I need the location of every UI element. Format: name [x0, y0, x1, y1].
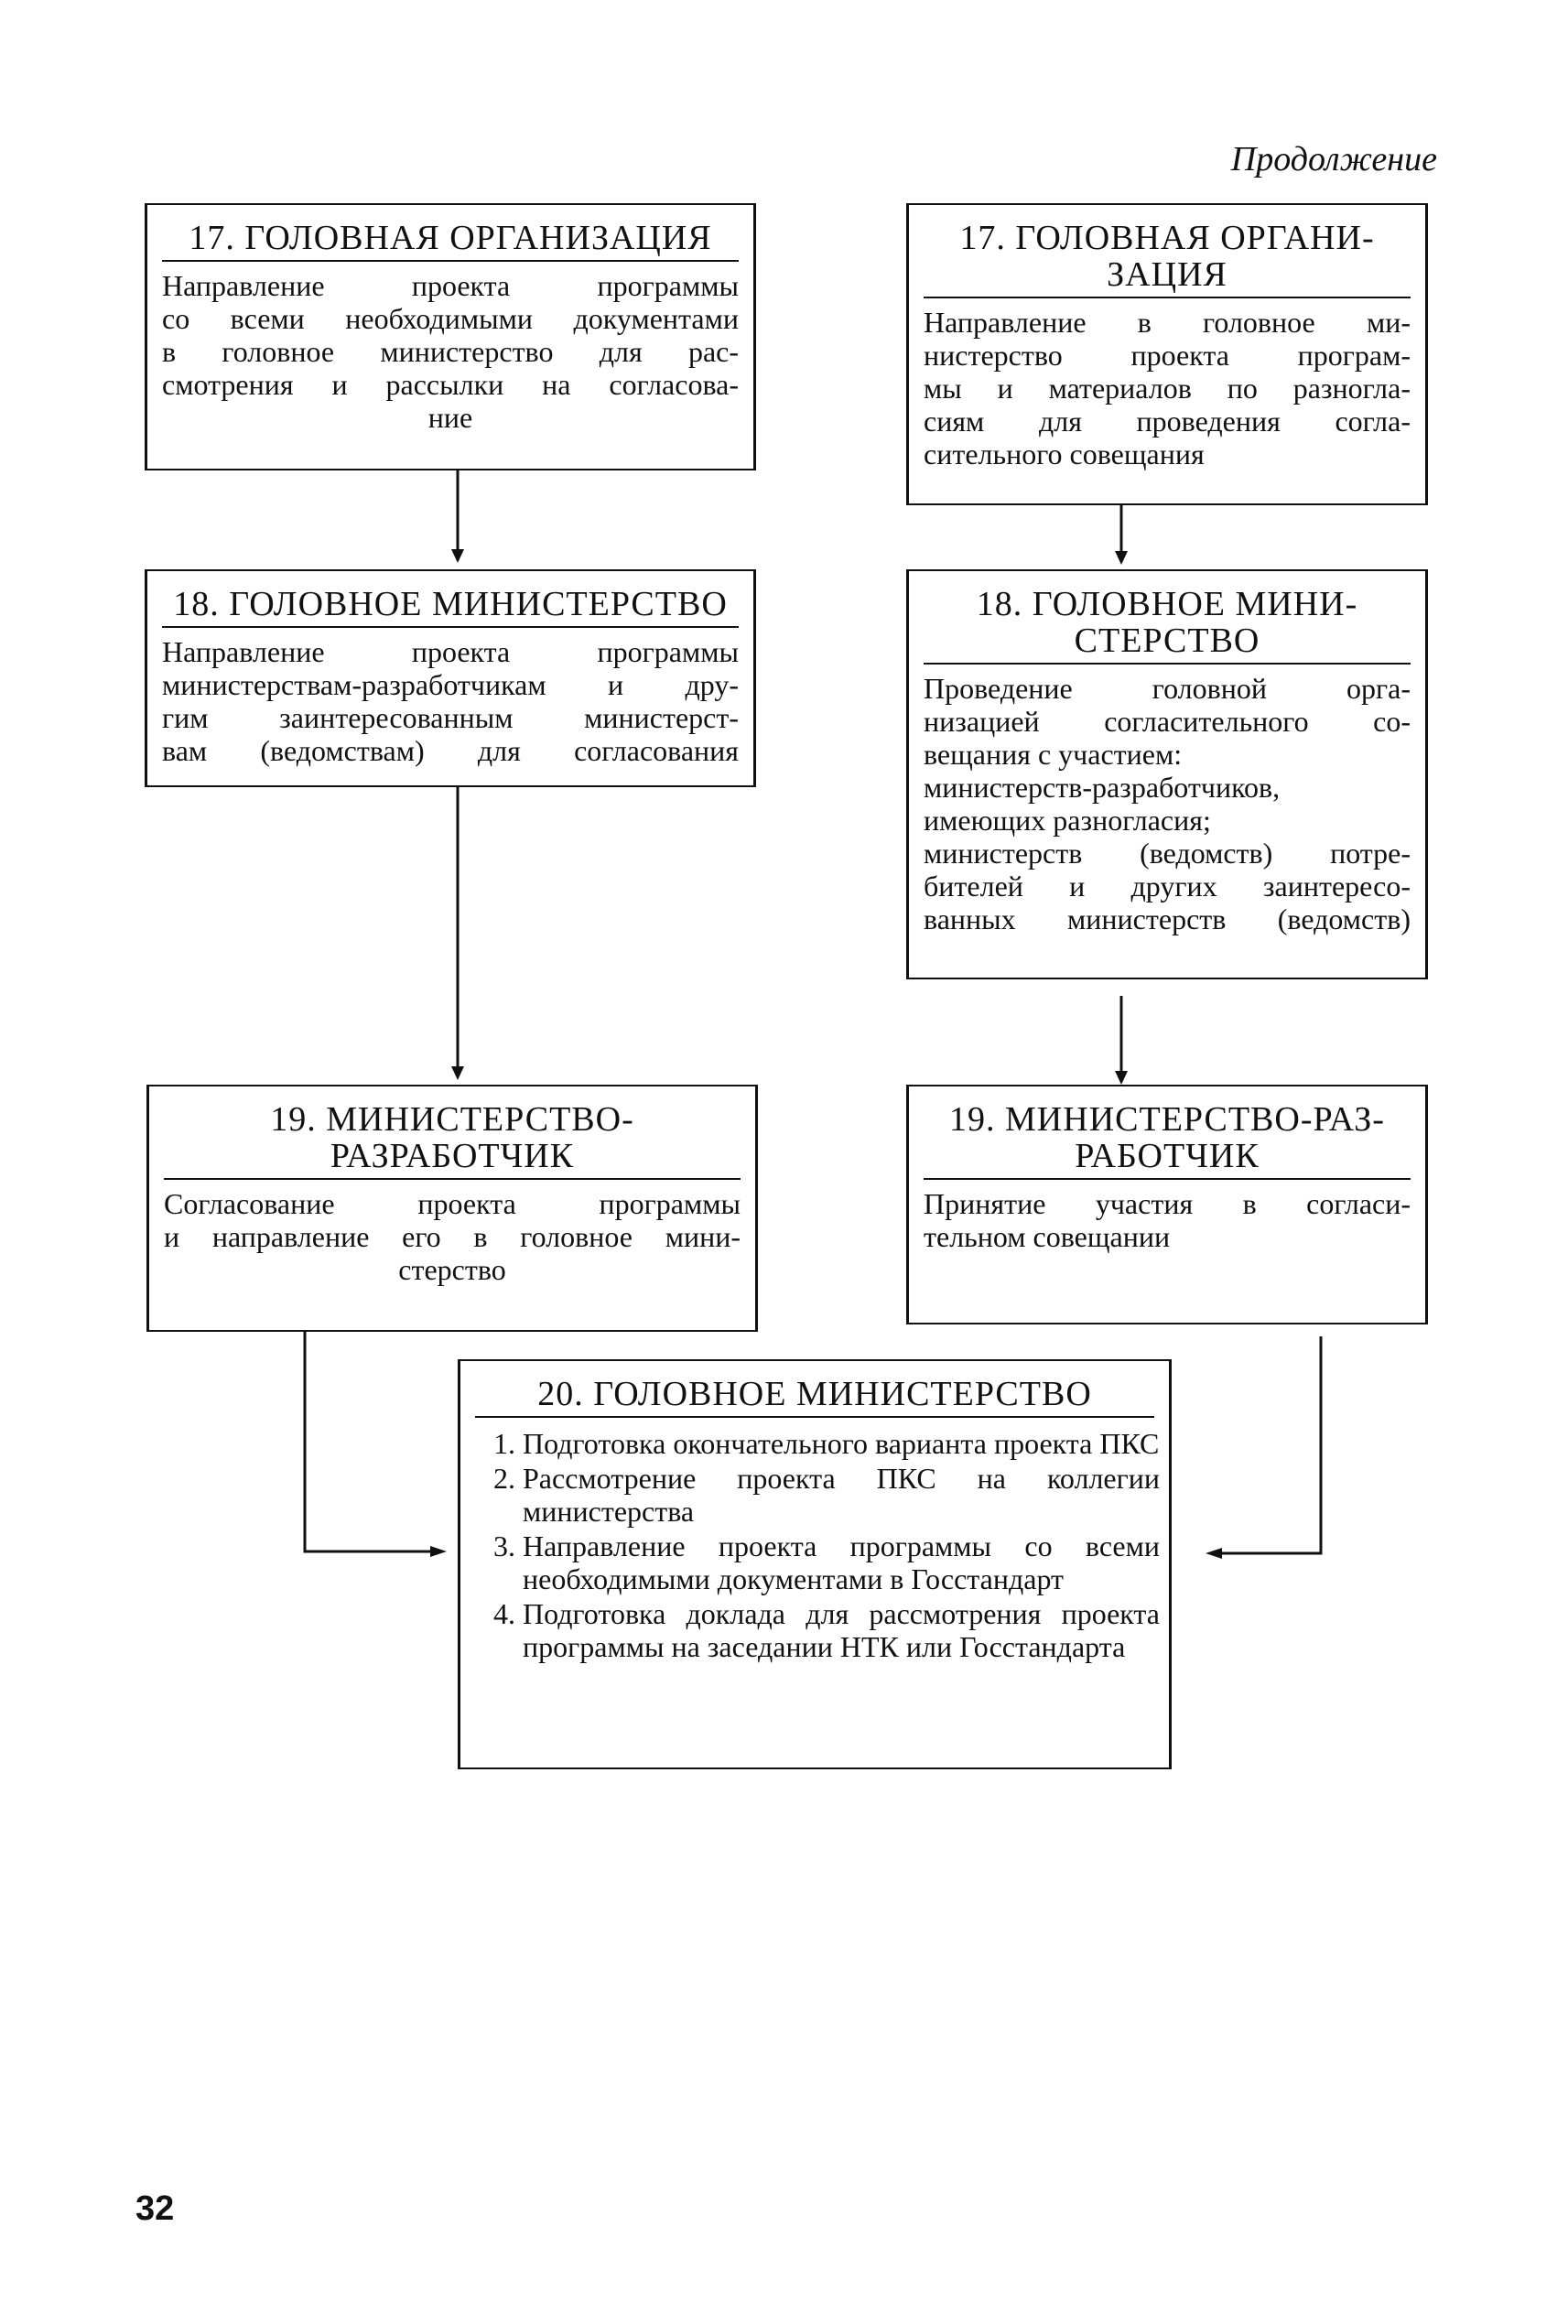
right-step-18-line: имеющих разногласия;: [924, 804, 1211, 837]
continuation-label: Продолжение: [1230, 140, 1437, 178]
arrowhead-right-18-19: [1115, 1071, 1128, 1085]
left-step-19-line: Согласование проекта программы: [164, 1187, 741, 1220]
left-step-17-text: Направление проекта программы со всеми н…: [157, 262, 744, 439]
right-step-18-line: Проведение головной орга-: [924, 672, 1411, 705]
right-step-18-line: вещания с участием:: [924, 738, 1183, 771]
right-step-18-line: министерств (ведомств) потре-: [924, 837, 1411, 870]
left-step-19-line: стерство: [398, 1253, 506, 1286]
right-step-17-box: 17. ГОЛОВНАЯ ОРГАНИ- ЗАЦИЯ Направление в…: [906, 203, 1428, 505]
step-20-item-number: 1.: [493, 1427, 515, 1460]
right-step-19-line: тельном совещании: [924, 1220, 1171, 1253]
right-step-17-line: Направление в головное ми-: [924, 306, 1411, 339]
left-step-18-line: гим заинтересованным министерст-: [162, 701, 739, 734]
connector-right-19-20: [1222, 1336, 1323, 1555]
left-step-17-line: ние: [427, 401, 473, 434]
step-20-box: 20. ГОЛОВНОЕ МИНИСТЕРСТВО 1. Подготовка …: [458, 1359, 1172, 1769]
left-step-17-line: со всеми необходимыми документами: [162, 302, 739, 335]
right-step-18-title-line: СТЕРСТВО: [1074, 622, 1260, 660]
right-step-17-title: 17. ГОЛОВНАЯ ОРГАНИ- ЗАЦИЯ: [924, 205, 1411, 298]
step-20-item: 4. Подготовка доклада для рассмотрения п…: [470, 1597, 1160, 1663]
arrowhead-left-19-20: [430, 1546, 447, 1557]
right-step-19-box: 19. МИНИСТЕРСТВО-РАЗ- РАБОТЧИК Принятие …: [906, 1085, 1428, 1324]
arrowhead-right-19-20: [1206, 1548, 1222, 1559]
right-step-17-line: мы и материалов по разногла-: [924, 372, 1411, 405]
left-step-17-line: Направление проекта программы: [162, 269, 739, 302]
step-20-item: 1. Подготовка окончательного варианта пр…: [470, 1427, 1160, 1460]
left-step-18-line: Направление проекта программы: [162, 635, 739, 668]
arrowhead-right-17-18: [1115, 551, 1128, 565]
step-20-item-number: 2.: [493, 1462, 515, 1495]
arrowhead-left-17-18: [451, 549, 464, 563]
right-step-18-box: 18. ГОЛОВНОЕ МИНИ- СТЕРСТВО Проведение г…: [906, 569, 1428, 979]
left-step-17-line: смотрения и рассылки на согласова-: [162, 368, 739, 401]
left-step-17-title: 17. ГОЛОВНАЯ ОРГАНИЗАЦИЯ: [162, 205, 739, 262]
step-20-title: 20. ГОЛОВНОЕ МИНИСТЕРСТВО: [475, 1361, 1154, 1418]
right-step-17-line: сиям для проведения согла-: [924, 405, 1411, 438]
step-20-item-text: Подготовка окончательного варианта проек…: [523, 1427, 1160, 1460]
right-step-17-title-line: 17. ГОЛОВНАЯ ОРГАНИ-: [959, 219, 1375, 257]
step-20-item: 2. Рассмотрение проекта ПКС на коллегии …: [470, 1462, 1160, 1528]
left-step-19-line: и направление его в головное мини-: [164, 1220, 741, 1253]
step-20-item-number: 4.: [493, 1597, 515, 1630]
page-number: 32: [135, 2189, 175, 2228]
left-step-19-title-line: РАЗРАБОТЧИК: [330, 1137, 575, 1175]
left-step-18-box: 18. ГОЛОВНОЕ МИНИСТЕРСТВО Направление пр…: [145, 569, 756, 787]
left-step-19-title-line: 19. МИНИСТЕРСТВО-: [270, 1100, 634, 1139]
right-step-18-line: министерств-разработчиков,: [924, 771, 1281, 804]
right-step-17-line: нистерство проекта програм-: [924, 339, 1411, 372]
right-step-19-title-line: 19. МИНИСТЕРСТВО-РАЗ-: [949, 1100, 1385, 1139]
step-20-item-text: Направление проекта программы со всеми н…: [523, 1530, 1160, 1595]
right-step-19-title-line: РАБОТЧИК: [1075, 1137, 1260, 1175]
right-step-18-line: бителей и других заинтересо-: [924, 870, 1411, 903]
step-20-item-number: 3.: [493, 1530, 515, 1562]
right-step-19-text: Принятие участия в согласи- тельном сове…: [918, 1180, 1416, 1259]
right-step-18-line: низацией согласительного со-: [924, 705, 1411, 738]
left-step-18-line: вам (ведомствам) для согласования: [162, 734, 739, 767]
connector-left-19-20: [303, 1332, 430, 1553]
left-step-19-title: 19. МИНИСТЕРСТВО- РАЗРАБОТЧИК: [164, 1086, 741, 1180]
right-step-18-title: 18. ГОЛОВНОЕ МИНИ- СТЕРСТВО: [924, 571, 1411, 665]
step-20-item-text: Рассмотрение проекта ПКС на коллегии мин…: [523, 1462, 1160, 1528]
step-20-item: 3. Направление проекта программы со всем…: [470, 1530, 1160, 1595]
right-step-19-title: 19. МИНИСТЕРСТВО-РАЗ- РАБОТЧИК: [924, 1086, 1411, 1180]
right-step-17-title-line: ЗАЦИЯ: [1107, 255, 1227, 294]
left-step-18-title: 18. ГОЛОВНОЕ МИНИСТЕРСТВО: [162, 571, 739, 628]
left-step-19-text: Согласование проекта программы и направл…: [158, 1180, 746, 1292]
left-step-18-line: министерствам-разработчикам и дру-: [162, 668, 739, 701]
right-step-18-title-line: 18. ГОЛОВНОЕ МИНИ-: [976, 585, 1358, 623]
left-step-17-box: 17. ГОЛОВНАЯ ОРГАНИЗАЦИЯ Направление про…: [145, 203, 756, 470]
left-step-17-line: в головное министерство для рас-: [162, 335, 739, 368]
right-step-17-line: сительного совещания: [924, 438, 1205, 470]
step-20-list: 1. Подготовка окончательного варианта пр…: [470, 1418, 1160, 1663]
arrowhead-left-18-19: [451, 1066, 464, 1080]
step-20-item-text: Подготовка доклада для рассмотрения прое…: [523, 1597, 1160, 1663]
left-step-18-text: Направление проекта программы министерст…: [157, 628, 744, 773]
right-step-19-line: Принятие участия в согласи-: [924, 1187, 1411, 1220]
right-step-18-line: ванных министерств (ведомств): [924, 903, 1411, 935]
right-step-17-text: Направление в головное ми- нистерство пр…: [918, 298, 1416, 476]
right-step-18-text: Проведение головной орга- низацией согла…: [918, 665, 1416, 941]
left-step-19-box: 19. МИНИСТЕРСТВО- РАЗРАБОТЧИК Согласован…: [146, 1085, 758, 1332]
